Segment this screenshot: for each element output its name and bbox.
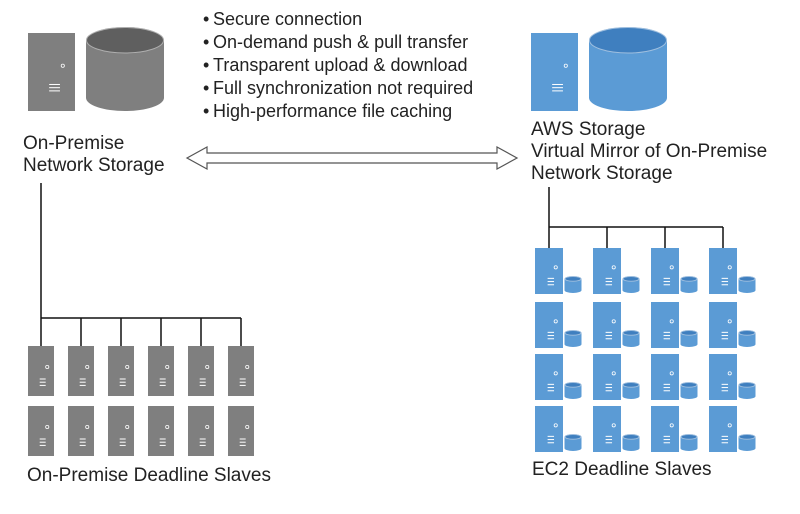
server-icon <box>535 354 563 400</box>
server-icon <box>593 302 621 348</box>
database-icon <box>589 26 667 112</box>
server-icon <box>651 302 679 348</box>
server-icon <box>593 354 621 400</box>
server-icon <box>531 33 578 111</box>
storage-icons <box>28 26 667 112</box>
server-icon <box>108 346 134 396</box>
database-icon <box>564 434 582 451</box>
server-icon <box>651 248 679 294</box>
ec2-slave-grid <box>535 248 756 452</box>
feature-list: Secure connection On-demand push & pull … <box>203 8 473 123</box>
onprem-storage-label: On-Premise Network Storage <box>23 133 165 177</box>
database-icon <box>738 434 756 451</box>
ec2-slaves-label: EC2 Deadline Slaves <box>532 459 712 480</box>
onprem-storage-label-line1: On-Premise <box>23 133 125 154</box>
server-icon <box>68 406 94 456</box>
server-icon <box>709 248 737 294</box>
aws-storage-label-line1: AWS Storage <box>531 119 646 140</box>
double-arrow-icon <box>185 145 519 171</box>
server-icon <box>651 406 679 452</box>
server-icon <box>68 346 94 396</box>
server-icon <box>28 33 75 111</box>
server-icon <box>593 248 621 294</box>
database-icon <box>622 434 640 451</box>
server-icon <box>535 406 563 452</box>
aws-storage-label: AWS Storage Virtual Mirror of On-Premise… <box>531 119 767 185</box>
onprem-slave-grid <box>28 346 254 456</box>
database-icon <box>738 382 756 399</box>
database-icon <box>564 382 582 399</box>
server-icon <box>228 406 254 456</box>
server-icon <box>535 302 563 348</box>
database-icon <box>86 26 164 112</box>
feature-item: Full synchronization not required <box>203 77 473 100</box>
connection-lines <box>40 183 724 346</box>
server-icon <box>148 406 174 456</box>
database-icon <box>622 330 640 347</box>
feature-item: Secure connection <box>203 8 473 31</box>
database-icon <box>680 382 698 399</box>
feature-item: On-demand push & pull transfer <box>203 31 473 54</box>
database-icon <box>680 276 698 293</box>
database-icon <box>738 330 756 347</box>
server-icon <box>709 302 737 348</box>
server-icon <box>535 248 563 294</box>
server-icon <box>709 406 737 452</box>
onprem-storage-label-line2: Network Storage <box>23 155 165 176</box>
server-icon <box>709 354 737 400</box>
server-icon <box>28 346 54 396</box>
server-icon <box>188 406 214 456</box>
database-icon <box>680 330 698 347</box>
database-icon <box>622 276 640 293</box>
server-icon <box>28 406 54 456</box>
sync-link <box>185 145 519 171</box>
database-icon <box>738 276 756 293</box>
aws-storage-label-line2: Virtual Mirror of On-Premise <box>531 141 768 162</box>
database-icon <box>622 382 640 399</box>
server-icon <box>651 354 679 400</box>
server-icon <box>188 346 214 396</box>
onprem-slaves-label: On-Premise Deadline Slaves <box>27 465 271 486</box>
database-icon <box>680 434 698 451</box>
feature-item: Transparent upload & download <box>203 54 473 77</box>
database-icon <box>564 276 582 293</box>
server-icon <box>108 406 134 456</box>
database-icon <box>564 330 582 347</box>
server-icon <box>228 346 254 396</box>
aws-storage-label-line3: Network Storage <box>531 163 673 184</box>
server-icon <box>148 346 174 396</box>
server-icon <box>593 406 621 452</box>
feature-item: High-performance file caching <box>203 100 473 123</box>
